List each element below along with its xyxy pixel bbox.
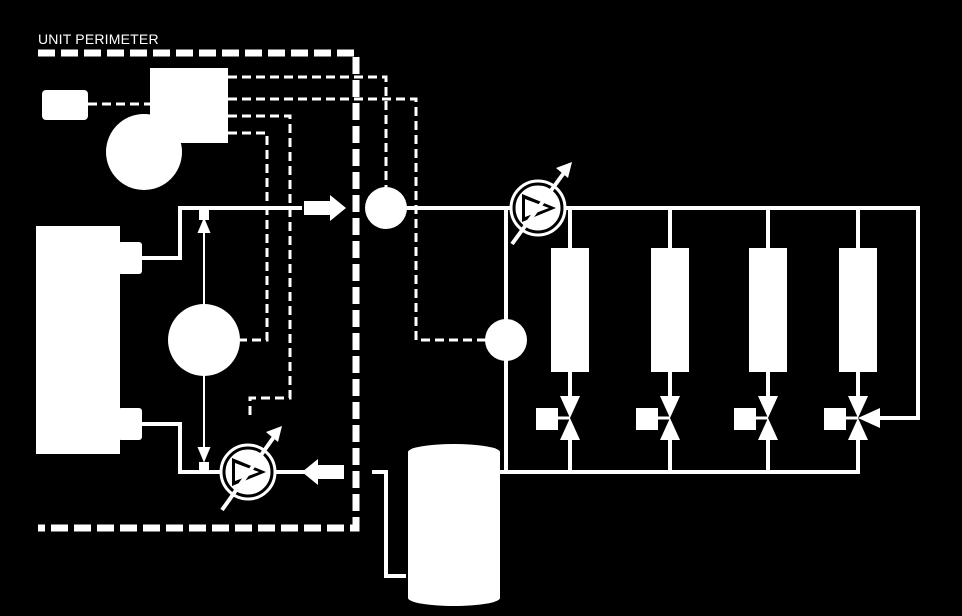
blower-housing	[150, 68, 228, 143]
supply-pipe	[140, 206, 302, 260]
valve-actuator-icon	[536, 408, 558, 430]
supply-flow-arrow-icon	[304, 195, 346, 221]
valve-3	[734, 396, 778, 440]
unit-perimeter-label: UNIT PERIMETER	[38, 31, 159, 47]
terminal-unit-icon	[551, 248, 877, 372]
temperature-sensor-icon	[365, 187, 407, 229]
terminal-unit-4	[839, 248, 877, 372]
sensor-supply-control-line	[228, 75, 388, 188]
fan-motor-icon	[42, 90, 88, 120]
terminal-unit-3	[749, 248, 787, 372]
valve-2	[636, 396, 680, 440]
return-temperature-sensor-icon	[485, 319, 527, 361]
return-flow-arrow-icon	[302, 459, 344, 485]
valve-1	[536, 396, 580, 440]
flow-arrow-icon	[302, 195, 346, 485]
return-to-tank-pipe	[372, 470, 406, 578]
controller-signal-line	[228, 114, 292, 418]
controller-icon	[168, 304, 240, 376]
terminal-unit-1	[551, 248, 589, 372]
hx-outlet-nozzle	[118, 242, 142, 274]
supply-pipe-outside	[406, 206, 920, 420]
heat-exchanger-icon	[36, 226, 120, 454]
control-signal-lines	[88, 75, 486, 418]
supply-variable-speed-pump-icon	[509, 162, 572, 246]
storage-tank-icon	[408, 444, 500, 606]
three-way-valve-icon	[824, 396, 880, 440]
pump-control-line	[228, 131, 269, 342]
terminal-unit-2	[651, 248, 689, 372]
two-way-valve-icon	[536, 396, 778, 440]
piping	[140, 206, 920, 578]
hx-inlet-nozzle	[118, 408, 142, 440]
sensor-return-control-line	[228, 97, 486, 342]
variable-speed-pump-icon	[219, 426, 282, 512]
unit-perimeter-boundary	[38, 49, 360, 532]
